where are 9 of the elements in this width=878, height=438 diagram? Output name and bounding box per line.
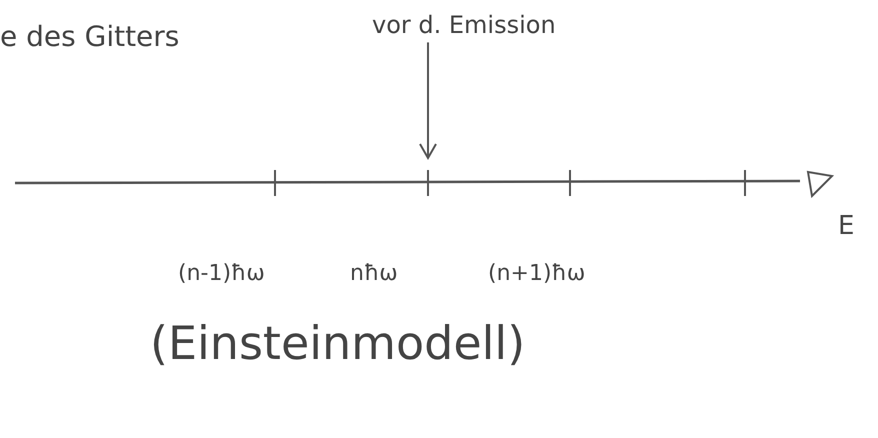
arrow	[419, 42, 437, 160]
tick-label: (n+1)ħω	[488, 262, 586, 286]
tick-mark	[427, 170, 429, 196]
tick-label: (n-1)ħω	[178, 262, 265, 286]
tick-label: nħω	[350, 262, 398, 286]
heading-text: e des Gitters	[0, 22, 180, 53]
annotation-text: vor d. Emission	[372, 12, 556, 38]
axis-label: E	[838, 212, 854, 241]
model-label: (Einsteinmodell)	[150, 318, 526, 369]
